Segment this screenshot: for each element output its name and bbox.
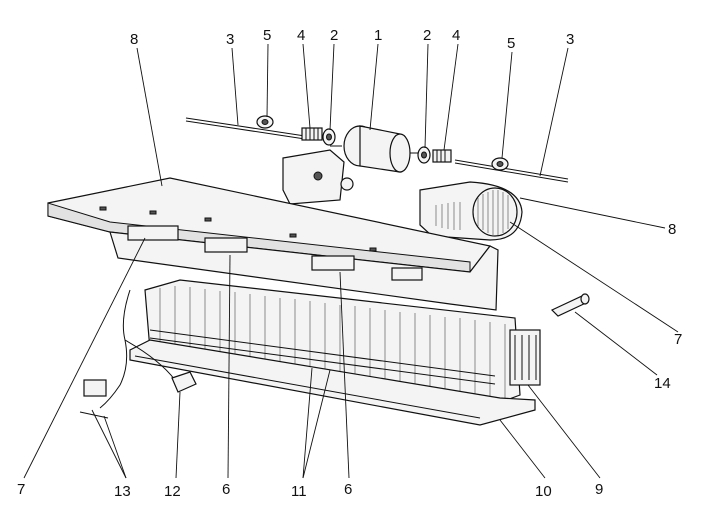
callout-6-left: 6 xyxy=(222,481,230,498)
coil-header xyxy=(509,329,541,386)
right-washer xyxy=(417,146,431,164)
callout-9: 9 xyxy=(595,481,603,498)
callout-7-right: 7 xyxy=(674,331,682,348)
callout-13: 13 xyxy=(114,483,131,500)
callout-8-left: 8 xyxy=(130,31,138,48)
callout-11: 11 xyxy=(291,483,307,500)
callout-3-left: 3 xyxy=(226,31,234,48)
right-collar xyxy=(491,157,509,171)
callout-7-left: 7 xyxy=(17,481,25,498)
callout-3-right: 3 xyxy=(566,31,574,48)
callout-2-right: 2 xyxy=(423,27,431,44)
wire-clip xyxy=(171,371,197,393)
left-shaft xyxy=(185,117,306,140)
filter-drier xyxy=(550,293,590,317)
blower-housing-right xyxy=(419,181,523,241)
left-washer xyxy=(322,128,336,146)
callout-1: 1 xyxy=(374,27,382,44)
drain-pan xyxy=(129,339,536,426)
left-spring xyxy=(301,127,323,141)
callout-10: 10 xyxy=(535,483,552,500)
right-shaft xyxy=(454,159,569,183)
callout-5-right: 5 xyxy=(507,35,515,52)
blower-motor xyxy=(330,125,420,173)
callout-14: 14 xyxy=(654,375,671,392)
callout-2-left: 2 xyxy=(330,27,338,44)
callout-12: 12 xyxy=(164,483,181,500)
chassis-rear-wall xyxy=(109,225,499,311)
callout-6-right: 6 xyxy=(344,481,352,498)
callout-4-right: 4 xyxy=(452,27,460,44)
left-collar xyxy=(256,115,274,129)
callout-5-left: 5 xyxy=(263,27,271,44)
motor-mount-bracket xyxy=(282,149,354,205)
right-spring xyxy=(432,149,452,163)
leader-lines xyxy=(23,43,679,479)
callout-4-left: 4 xyxy=(297,27,305,44)
callout-8-right: 8 xyxy=(668,221,676,238)
coil-assembly xyxy=(144,279,521,411)
